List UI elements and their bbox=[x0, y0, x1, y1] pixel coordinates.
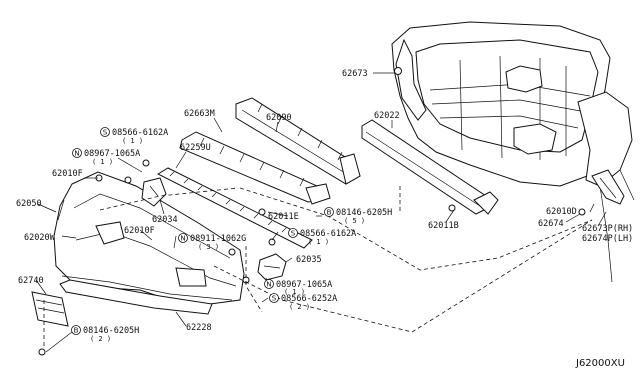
svg-text:N: N bbox=[180, 235, 185, 243]
label-62259u: 62259U bbox=[180, 143, 211, 153]
bracket-62035 bbox=[257, 253, 287, 281]
svg-text:S: S bbox=[272, 295, 277, 303]
diagram-code: J62000XU bbox=[575, 358, 625, 369]
energy-absorber-62090 bbox=[235, 97, 361, 185]
label-08566-6162a-mid-qty: ( 1 ) bbox=[308, 238, 329, 246]
part-labels: 62673 62663M 62090 62022 08566-6162A ( 1… bbox=[16, 69, 633, 343]
bracket-62663m bbox=[179, 131, 331, 205]
svg-text:B: B bbox=[74, 327, 79, 335]
label-62228: 62228 bbox=[186, 323, 212, 333]
label-08967-1065a-top: 08967-1065A bbox=[84, 149, 140, 159]
bracket-62010d bbox=[591, 169, 625, 205]
label-08566-6252a: 08566-6252A bbox=[281, 294, 337, 304]
plate-bracket-62740 bbox=[31, 291, 69, 327]
label-62010f-mid: 62010F bbox=[124, 226, 155, 236]
lower-trim-62228 bbox=[59, 279, 213, 315]
label-62010f-top: 62010F bbox=[52, 169, 83, 179]
label-62674: 62674 bbox=[538, 219, 564, 229]
label-08146-6205h-mid-qty: ( 5 ) bbox=[344, 217, 365, 225]
label-08146-6205h-mid: 08146-6205H bbox=[336, 208, 392, 218]
label-08566-6162a-top-qty: ( 1 ) bbox=[122, 137, 143, 145]
label-08566-6252a-qty: ( 2 ) bbox=[289, 303, 310, 311]
label-08911-1062g: 08911-1062G bbox=[190, 234, 246, 244]
label-08566-6162a-top: 08566-6162A bbox=[112, 128, 168, 138]
label-62011b: 62011B bbox=[428, 221, 459, 231]
symbol-markers: S N N B S N S B bbox=[71, 127, 334, 335]
label-08967-1065a-bot-qty: ( 1 ) bbox=[284, 288, 305, 296]
label-62010d: 62010D bbox=[546, 207, 577, 217]
label-62035: 62035 bbox=[296, 255, 322, 265]
label-08566-6162a-mid: 08566-6162A bbox=[300, 229, 356, 239]
label-62090: 62090 bbox=[266, 113, 292, 123]
label-08967-1065a-bot: 08967-1065A bbox=[276, 280, 332, 290]
label-08911-1062g-qty: ( 3 ) bbox=[198, 243, 219, 251]
label-62674p: 62674P(LH) bbox=[582, 234, 633, 244]
label-62673: 62673 bbox=[342, 69, 368, 79]
label-62740: 62740 bbox=[18, 276, 44, 286]
fastener-clips bbox=[38, 67, 586, 356]
label-62011e: 62011E bbox=[268, 212, 299, 222]
svg-text:S: S bbox=[103, 129, 108, 137]
label-62022: 62022 bbox=[374, 111, 400, 121]
svg-text:S: S bbox=[291, 230, 296, 238]
grille-62259u bbox=[156, 167, 313, 249]
label-62673p: 62673P(RH) bbox=[582, 224, 633, 234]
label-62663m: 62663M bbox=[184, 109, 215, 119]
svg-text:B: B bbox=[327, 209, 332, 217]
label-08967-1065a-top-qty: ( 1 ) bbox=[92, 158, 113, 166]
assembly-boundary bbox=[43, 186, 593, 348]
label-62050: 62050 bbox=[16, 199, 42, 209]
svg-text:N: N bbox=[74, 150, 79, 158]
label-62034: 62034 bbox=[152, 215, 178, 225]
label-08146-6205h-bot: 08146-6205H bbox=[83, 326, 139, 336]
label-62020w: 62020W bbox=[24, 233, 56, 243]
vehicle-body-structure bbox=[391, 21, 635, 283]
label-08146-6205h-bot-qty: ( 2 ) bbox=[90, 335, 111, 343]
leader-lines bbox=[35, 72, 607, 353]
reinforcement-62022 bbox=[361, 119, 499, 215]
svg-text:N: N bbox=[266, 281, 271, 289]
